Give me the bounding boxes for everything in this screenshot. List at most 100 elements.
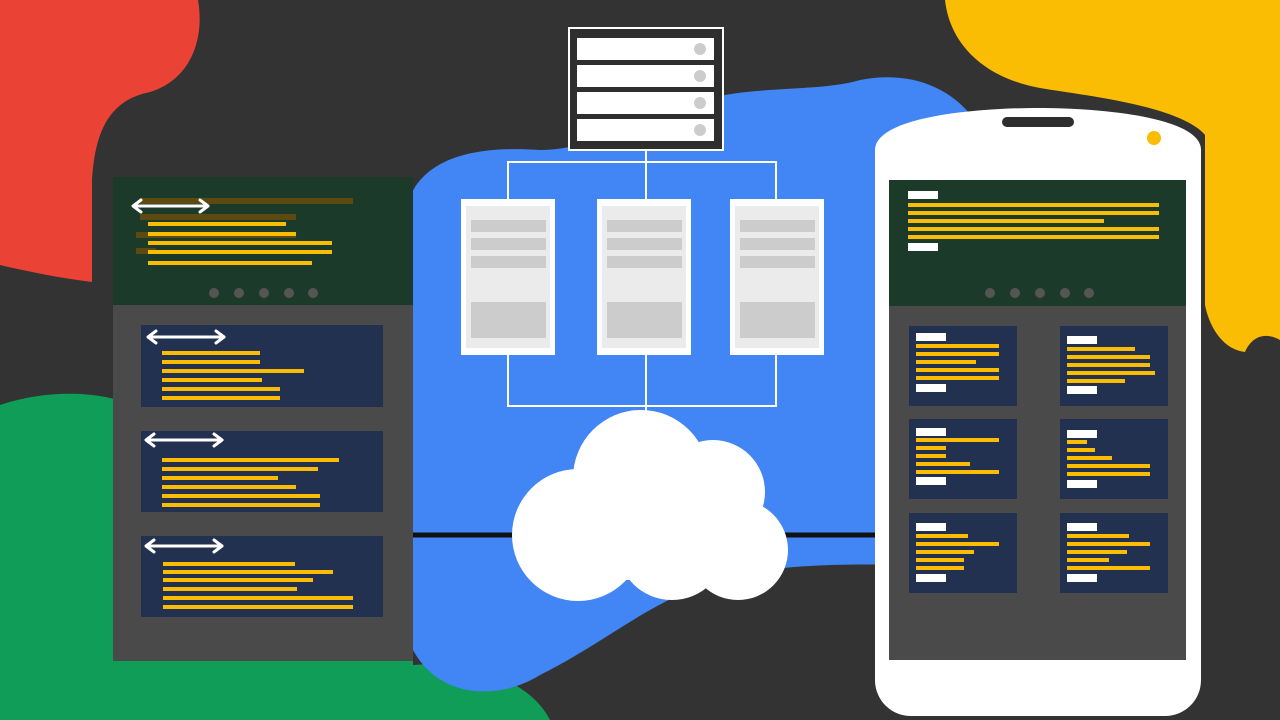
code-brackets-icon <box>146 329 226 345</box>
server-module <box>461 199 555 355</box>
code-line <box>916 352 999 356</box>
desktop-carousel-dots <box>209 288 318 298</box>
code-line <box>916 438 999 442</box>
text-heading <box>1067 336 1097 344</box>
code-line <box>1067 534 1129 538</box>
code-line <box>916 462 970 466</box>
phone-content-card <box>1060 326 1168 406</box>
server-module-bar <box>607 256 682 268</box>
code-line <box>916 558 964 562</box>
server-unit-light <box>694 70 706 82</box>
phone-content-card <box>909 419 1017 499</box>
server-unit <box>577 119 714 141</box>
server-unit-light <box>694 97 706 109</box>
code-line <box>1067 371 1155 375</box>
code-line <box>148 261 312 265</box>
server-module-bar <box>740 238 815 250</box>
phone-hero-area <box>889 180 1186 306</box>
code-line <box>162 503 320 507</box>
text-heading <box>1067 523 1097 531</box>
cloud-base <box>580 520 740 580</box>
text-button <box>1067 480 1097 488</box>
code-line <box>148 222 286 226</box>
code-line <box>162 467 318 471</box>
bracket-left <box>144 432 156 448</box>
server-module-bar <box>740 256 815 268</box>
code-line <box>163 578 313 582</box>
code-line-muted <box>140 198 353 204</box>
desktop-code-card <box>141 325 383 407</box>
red-blob <box>0 0 200 282</box>
phone-content-card <box>909 513 1017 593</box>
carousel-dot <box>308 288 318 298</box>
code-line <box>1067 363 1150 367</box>
code-line <box>162 369 304 373</box>
text-heading <box>916 523 946 531</box>
carousel-dot <box>1084 288 1094 298</box>
server-module <box>730 199 824 355</box>
code-line <box>916 542 999 546</box>
server-module-bar <box>471 256 546 268</box>
code-line <box>163 605 353 609</box>
bracket-left <box>131 198 143 214</box>
bracket-right <box>212 432 224 448</box>
bracket-left <box>146 329 158 345</box>
bracket-right <box>212 538 224 554</box>
code-line <box>162 351 260 355</box>
code-line-muted <box>140 214 296 220</box>
carousel-dot <box>284 288 294 298</box>
server-module-block <box>740 302 815 338</box>
code-line <box>916 368 999 372</box>
code-line <box>908 219 1104 223</box>
carousel-dot <box>1010 288 1020 298</box>
server-unit <box>577 65 714 87</box>
code-line <box>162 494 320 498</box>
server-module <box>597 199 691 355</box>
desktop-hero-code-lines <box>136 198 353 265</box>
code-line <box>916 566 964 570</box>
phone-hero-content <box>908 191 1159 251</box>
carousel-dot <box>259 288 269 298</box>
code-line <box>916 360 976 364</box>
connector-line <box>507 161 777 200</box>
yellow-blob <box>945 0 1280 352</box>
code-line <box>1067 448 1095 452</box>
code-card-bg <box>141 325 383 407</box>
code-brackets-icon <box>131 198 210 214</box>
server-unit-light <box>694 124 706 136</box>
code-line <box>916 534 968 538</box>
cloud-icon <box>512 410 788 601</box>
code-brackets-icon <box>144 538 224 554</box>
code-line <box>163 596 353 600</box>
code-line <box>162 485 296 489</box>
phone-camera <box>1147 131 1161 145</box>
code-line <box>148 241 332 245</box>
code-line <box>1067 355 1150 359</box>
code-line <box>163 587 297 591</box>
server-module-bar <box>607 220 682 232</box>
code-line <box>1067 558 1109 562</box>
server-module-bar <box>607 238 682 250</box>
text-heading <box>916 333 946 341</box>
code-card-bg <box>141 431 383 512</box>
server-module-block <box>471 302 546 338</box>
bracket-right <box>198 198 210 214</box>
text-heading <box>1067 430 1097 438</box>
code-line <box>908 203 1159 207</box>
code-line <box>1067 542 1150 546</box>
text-button <box>916 574 946 582</box>
code-line <box>1067 464 1150 468</box>
desktop-code-card <box>141 536 383 617</box>
carousel-dot <box>234 288 244 298</box>
code-line <box>148 250 332 254</box>
smartphone-icon <box>875 108 1201 716</box>
code-line <box>1067 379 1125 383</box>
code-line <box>908 235 1159 239</box>
server-unit <box>577 92 714 114</box>
bracket-left <box>144 538 156 554</box>
desktop-code-card <box>141 431 383 512</box>
server-rack-icon <box>568 27 724 151</box>
phone-content-card <box>1060 419 1168 499</box>
text-heading <box>916 428 946 436</box>
